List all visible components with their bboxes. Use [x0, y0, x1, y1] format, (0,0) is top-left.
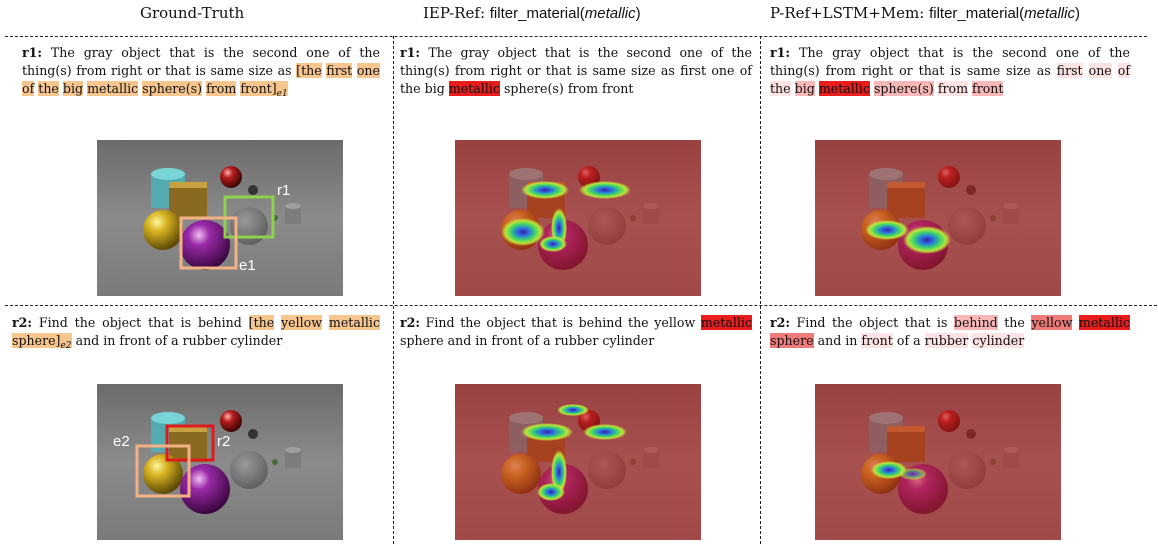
- query-r1-ground-truth: r1: The gray object that is the second o…: [22, 45, 380, 99]
- heatmap-r1-iep-ref: [455, 140, 701, 296]
- top-divider: [5, 36, 1147, 37]
- heatmap-r1-pref: [815, 140, 1061, 296]
- header-iep-ref: IEP-Ref: filter_material(metallic): [423, 4, 641, 22]
- query-r2-iep-ref: r2: Find the object that is behind the y…: [400, 315, 752, 348]
- header-ground-truth: Ground-Truth: [140, 4, 245, 22]
- column-divider-2: [760, 36, 761, 544]
- query-r1-pref: r1: The gray object that is the second o…: [770, 45, 1130, 96]
- query-r1-iep-ref: r1: The gray object that is the second o…: [400, 45, 752, 96]
- middle-divider: [5, 305, 1157, 306]
- column-divider-1: [393, 36, 394, 544]
- box-e2: [135, 444, 191, 498]
- heatmap-r2-pref: [815, 384, 1061, 540]
- query-r2-ground-truth: r2: Find the object that is behind [the …: [12, 315, 380, 351]
- query-r2-pref: r2: Find the object that is behind the y…: [770, 315, 1130, 348]
- box-e1: [179, 216, 238, 270]
- box-label-r1: r1: [277, 182, 290, 199]
- scene-image-r1-ground-truth: r1 e1: [97, 140, 343, 296]
- heatmap-r2-iep-ref: [455, 384, 701, 540]
- box-label-r2: r2: [217, 433, 230, 450]
- header-pref-lstm-mem: P-Ref+LSTM+Mem: filter_material(metallic…: [770, 4, 1080, 22]
- box-label-e2: e2: [113, 433, 130, 450]
- box-label-e1: e1: [239, 257, 256, 274]
- scene-image-r2-ground-truth: r2 e2: [97, 384, 343, 540]
